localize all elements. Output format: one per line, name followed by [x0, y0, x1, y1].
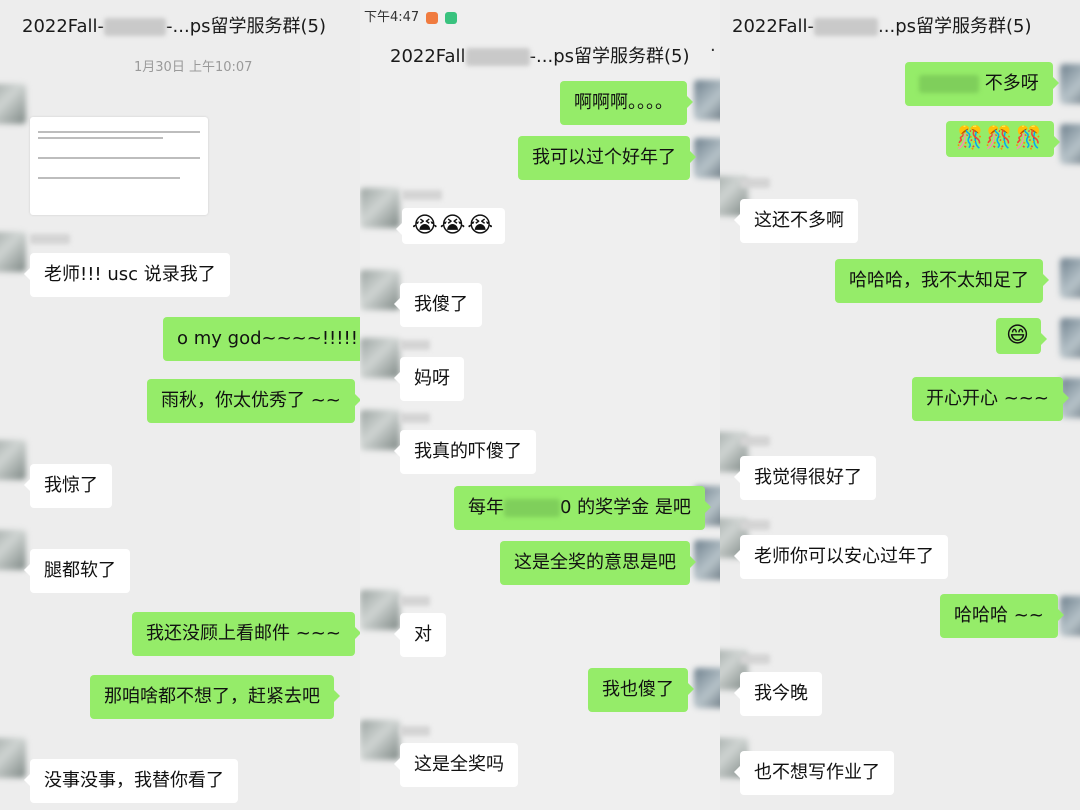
avatar-self[interactable]	[694, 540, 720, 580]
message-bubble-self[interactable]: 我可以过个好年了	[518, 136, 696, 180]
message-bubble[interactable]: 我惊了	[24, 464, 112, 508]
avatar-self[interactable]	[1060, 64, 1080, 104]
chat-title-prefix: 2022Fall-	[732, 16, 815, 37]
message-bubble[interactable]: 老师!!! usc 说录我了	[24, 253, 230, 297]
message-bubble-self[interactable]: 不多呀	[905, 62, 1059, 106]
chat-title-suffix: -...ps留学服务群(5)	[166, 16, 327, 37]
message-timestamp: 1月30日 上午10:07	[134, 60, 253, 75]
document-image-message[interactable]	[30, 117, 208, 215]
message-text: 不多呀	[984, 73, 1039, 94]
chat-title-suffix: ...ps留学服务群(5)	[878, 16, 1032, 37]
avatar[interactable]	[0, 84, 26, 124]
message-bubble[interactable]: 对	[394, 613, 446, 657]
avatar[interactable]	[360, 338, 400, 378]
message-bubble[interactable]: 我傻了	[394, 283, 482, 327]
avatar[interactable]	[360, 590, 400, 630]
message-bubble-emoji-self[interactable]: 😄	[996, 318, 1047, 354]
avatar-self[interactable]	[1060, 318, 1080, 358]
nickname-redacted	[740, 436, 770, 446]
nickname-redacted	[400, 340, 430, 350]
message-bubble-self[interactable]: 那咱啥都不想了，赶紧去吧	[90, 675, 340, 719]
avatar-self[interactable]	[694, 138, 720, 178]
message-bubble[interactable]: 这还不多啊	[734, 199, 858, 243]
avatar[interactable]	[360, 410, 400, 450]
nickname-redacted	[740, 520, 770, 530]
avatar[interactable]	[0, 232, 26, 272]
chat-title[interactable]: 2022Fall- ...ps留学服务群(5)	[732, 12, 1032, 38]
message-bubble[interactable]: 这是全奖吗	[394, 743, 518, 787]
status-time: 下午4:47	[364, 10, 420, 25]
redacted-name	[104, 18, 167, 36]
chat-panel-right: 2022Fall- ...ps留学服务群(5) 不多呀 🎊🎊🎊 这还不多啊 哈哈哈…	[720, 0, 1080, 810]
redacted-text	[919, 75, 979, 93]
message-bubble[interactable]: 也不想写作业了	[734, 751, 894, 795]
avatar[interactable]	[360, 270, 400, 310]
message-bubble[interactable]: 我今晚	[734, 672, 822, 716]
chat-panel-middle: 下午4:47 2022Fall-...ps留学服务群(5) · 啊啊啊。。。。 …	[360, 0, 720, 810]
message-bubble-self[interactable]: 开心开心 ~~~	[912, 377, 1069, 421]
message-bubble-self[interactable]: 我也傻了	[588, 668, 694, 712]
avatar-self[interactable]	[1060, 378, 1080, 418]
message-bubble-emoji-self[interactable]: 🎊🎊🎊	[946, 121, 1061, 157]
message-bubble-self[interactable]: o my god~~~~!!!!!!	[163, 317, 360, 361]
nickname-redacted	[400, 596, 430, 606]
avatar[interactable]	[360, 720, 400, 760]
chat-title-suffix: -...ps留学服务群(5)	[529, 46, 690, 67]
nickname-redacted	[30, 234, 70, 244]
message-bubble-self[interactable]: 我还没顾上看邮件 ~~~	[132, 612, 360, 656]
avatar[interactable]	[0, 530, 26, 570]
more-icon[interactable]: ·	[710, 40, 716, 61]
avatar-self[interactable]	[1060, 258, 1080, 298]
chat-title-prefix: 2022Fall	[390, 46, 466, 67]
avatar-self[interactable]	[1060, 124, 1080, 164]
redacted-name	[465, 48, 530, 66]
avatar[interactable]	[0, 738, 26, 778]
notification-icon	[426, 11, 439, 24]
message-bubble[interactable]: 我觉得很好了	[734, 456, 876, 500]
status-bar: 下午4:47	[364, 6, 458, 25]
nickname-redacted	[400, 413, 430, 423]
message-bubble[interactable]: 我真的吓傻了	[394, 430, 536, 474]
message-bubble-self[interactable]: 每年 0 的奖学金 是吧	[454, 486, 711, 530]
chat-title[interactable]: 2022Fall -...ps留学服务群(5)	[390, 42, 690, 68]
message-bubble-self[interactable]: 哈哈哈，我不太知足了	[835, 259, 1049, 303]
nickname-redacted	[400, 726, 430, 736]
avatar-self[interactable]	[1060, 596, 1080, 636]
message-bubble[interactable]: 没事没事，我替你看了	[24, 759, 238, 803]
nickname-redacted	[740, 178, 770, 188]
message-bubble[interactable]: 老师你可以安心过年了	[734, 535, 948, 579]
avatar-self[interactable]	[694, 80, 720, 120]
chat-panel-left: 2022Fall- -...ps留学服务群(5) 1月30日 上午10:07 老师…	[0, 0, 360, 810]
avatar[interactable]	[360, 188, 400, 228]
message-bubble-self[interactable]: 啊啊啊。。。。	[560, 81, 693, 125]
redacted-name	[814, 18, 879, 36]
message-bubble-self[interactable]: 雨秋，你太优秀了 ~~	[147, 379, 360, 423]
avatar[interactable]	[0, 440, 26, 480]
redacted-amount	[504, 499, 560, 517]
nickname-redacted	[402, 190, 442, 200]
message-bubble[interactable]: 腿都软了	[24, 549, 130, 593]
message-bubble-emoji[interactable]: 😭😭😭	[395, 208, 506, 244]
message-bubble[interactable]: 妈呀	[394, 357, 464, 401]
message-bubble-self[interactable]: 这是全奖的意思是吧	[500, 541, 696, 585]
nickname-redacted	[740, 654, 770, 664]
message-text: 每年	[468, 497, 504, 518]
chat-title[interactable]: 2022Fall- -...ps留学服务群(5)	[22, 12, 326, 38]
message-bubble-self[interactable]: 哈哈哈 ~~	[940, 594, 1064, 638]
app-icon	[445, 11, 458, 24]
message-text: 0 的奖学金 是吧	[560, 497, 691, 518]
avatar-self[interactable]	[694, 668, 720, 708]
chat-title-prefix: 2022Fall-	[22, 16, 105, 37]
